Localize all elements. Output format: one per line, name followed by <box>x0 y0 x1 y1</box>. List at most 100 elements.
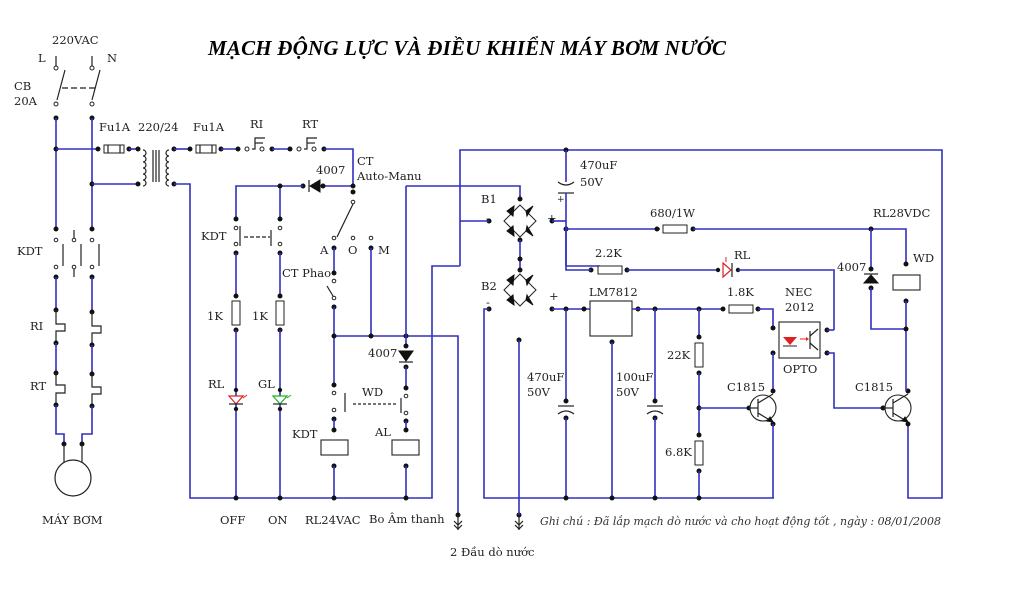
selector-switch-icon <box>331 189 374 251</box>
diagram-title: MẠCH ĐỘNG LỰC VÀ ĐIỀU KHIỂN MÁY BƠM NƯỚC <box>207 36 727 60</box>
rt-contact-icon <box>287 137 327 152</box>
fuse2-icon <box>187 144 224 154</box>
r22k-label: 22K <box>667 348 691 362</box>
capacitor-470uf-bottom-icon <box>557 309 575 498</box>
rt-contact-label: RT <box>302 117 318 131</box>
kdt-aux-label: KDT <box>201 229 227 243</box>
r6-8k-label: 6.8K <box>665 445 692 459</box>
opto-label-2: 2012 <box>785 300 814 314</box>
cap1-value-label: 470uF <box>580 158 617 172</box>
al-coil-icon <box>391 427 420 469</box>
transformer-icon <box>135 146 177 187</box>
ri-contact-icon <box>235 137 275 152</box>
breaker-rating-label: 20A <box>14 94 38 108</box>
kdt-coil-label: KDT <box>292 427 318 441</box>
probes-label: 2 Đầu dò nước <box>450 545 534 559</box>
led-red-label: RL <box>208 377 225 391</box>
power-rt-label: RT <box>30 379 46 393</box>
transistor-q2-icon <box>880 388 912 427</box>
b2-label: B2 <box>481 279 497 293</box>
pos-m-label: M <box>378 243 390 257</box>
ri-contact-label: RI <box>250 117 263 131</box>
q1-label: C1815 <box>727 380 765 394</box>
cap3-value-label: 100uF <box>616 370 653 384</box>
relay-24vac-label: RL24VAC <box>305 513 361 527</box>
relay-wd-label: WD <box>913 251 934 265</box>
resistor-1k-a-icon <box>231 293 241 333</box>
fuse1-label: Fu1A <box>99 120 131 134</box>
cap1-voltage-label: 50V <box>580 175 604 189</box>
overload-rt-icon <box>53 370 102 409</box>
b2-minus: - <box>486 295 490 309</box>
led-green-label: GL <box>258 377 275 391</box>
transistor-q1-icon <box>746 388 777 427</box>
float-switch-icon <box>326 270 337 310</box>
regulator-label: LM7812 <box>589 285 638 299</box>
wd-contacts-icon <box>331 382 409 424</box>
wd-contact-label: WD <box>362 385 383 399</box>
relay-diode-label: 4007 <box>837 260 866 274</box>
line-label: L <box>38 51 46 65</box>
b2-plus: + <box>549 289 559 303</box>
relay-diode-icon <box>862 266 880 291</box>
b1-label: B1 <box>481 192 497 206</box>
opto-label: OPTO <box>783 362 817 376</box>
led-rl-indicator-icon <box>715 257 741 279</box>
transformer-label: 220/24 <box>138 120 178 134</box>
pos-o-label: O <box>348 243 357 257</box>
motor-label: MÁY BƠM <box>42 513 103 527</box>
resistor-22k-icon <box>694 309 704 376</box>
bridge-rectifier-b2-icon <box>486 273 555 343</box>
fuse1-icon <box>95 144 132 154</box>
selector-label-2: Auto-Manu <box>356 169 422 183</box>
resistor-6-8k-icon <box>694 432 704 474</box>
res1-label: 1K <box>207 309 223 323</box>
r2-2k-label: 2.2K <box>595 246 622 260</box>
power-ri-label: RI <box>30 319 43 333</box>
resistor-680-icon <box>654 224 696 234</box>
supply-label: 220VAC <box>52 33 99 47</box>
off-label: OFF <box>220 513 245 527</box>
circuit-breaker-icon <box>53 56 101 121</box>
regulator-lm7812-icon <box>563 300 641 345</box>
sound-module-label: Bo Âm thanh <box>369 512 445 526</box>
r1-8k-label: 1.8K <box>727 285 754 299</box>
neutral-label: N <box>107 51 117 65</box>
cap3-voltage-label: 50V <box>616 385 640 399</box>
relay-28vdc-label: RL28VDC <box>873 206 930 220</box>
q2-label: C1815 <box>855 380 893 394</box>
sensor-led-label: RL <box>734 248 751 262</box>
float-switch-label: CT Phao <box>282 266 331 280</box>
diode-mid-label: 4007 <box>368 346 397 360</box>
resistor-1k-b-icon <box>275 293 285 333</box>
overload-ri-icon <box>53 307 102 348</box>
al-coil-label: AL <box>374 425 391 439</box>
kdt-coil-icon <box>320 427 349 469</box>
cap2-value-label: 470uF <box>527 370 564 384</box>
relay-wd-coil-icon <box>892 261 921 304</box>
capacitor-100uf-icon <box>646 309 664 498</box>
on-label: ON <box>268 513 288 527</box>
resistor-1-8k-icon <box>720 304 761 314</box>
bridge-rectifier-b1-icon <box>486 196 555 243</box>
r680-label: 680/1W <box>650 206 695 220</box>
b1-plus: + <box>547 211 557 225</box>
res2-label: 1K <box>252 309 268 323</box>
selector-label-1: CT <box>357 154 374 168</box>
breaker-label: CB <box>14 79 31 93</box>
pos-a-label: A <box>319 243 329 257</box>
fuse2-label: Fu1A <box>193 120 225 134</box>
opto-label-1: NEC <box>785 285 812 299</box>
diode-top-label: 4007 <box>316 163 345 177</box>
motor-icon <box>54 441 92 497</box>
led-red-icon <box>227 387 248 412</box>
probe-2-icon <box>514 512 524 530</box>
probe-1-icon <box>453 512 463 530</box>
diode-mid-icon <box>398 343 414 370</box>
b1-minus: - <box>486 211 490 225</box>
resistor-2-2k-icon <box>588 265 630 275</box>
cap2-voltage-label: 50V <box>527 385 551 399</box>
led-green-icon <box>271 387 292 412</box>
